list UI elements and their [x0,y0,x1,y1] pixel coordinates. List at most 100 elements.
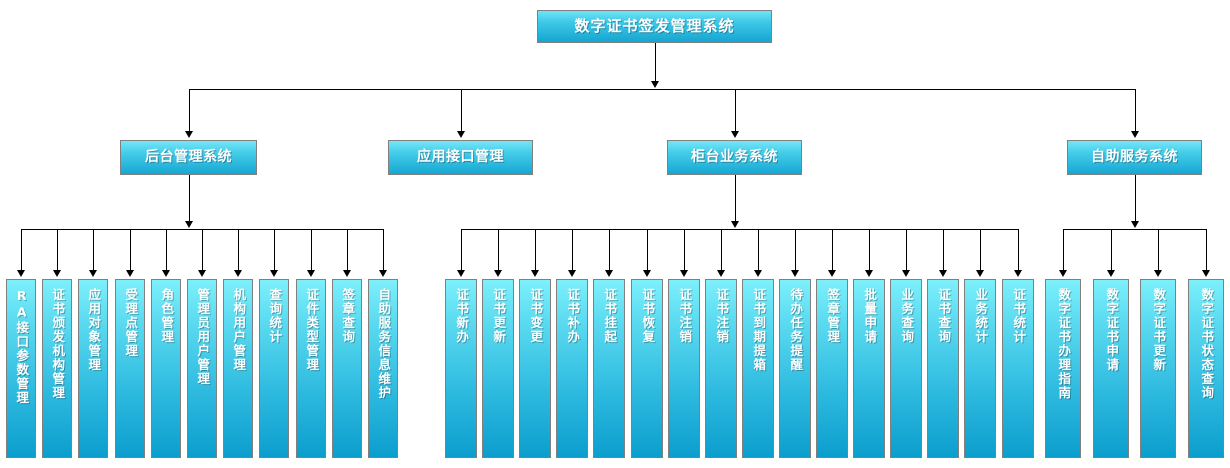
arrowhead-leaf [379,270,387,277]
connector-drop-level2 [460,89,462,132]
node-leaf-backend-3[interactable]: 受理点管理 [115,279,145,458]
node-label: 自助服务系统 [1091,148,1178,165]
node-root[interactable]: 数字证书签发管理系统 [537,10,772,43]
arrowhead-leaf [1014,270,1022,277]
connector-drop-leaf [498,229,499,271]
node-label: 证书恢复 [640,288,656,344]
connector-drop-leaf [1158,229,1159,271]
arrowhead-leaf [828,270,836,277]
node-leaf-counter-2[interactable]: 证书变更 [519,279,551,458]
node-label: 后台管理系统 [145,148,232,165]
node-leaf-counter-4[interactable]: 证书挂起 [593,279,625,458]
node-label: 证书补办 [565,288,581,344]
connector-bus-level2 [188,89,1135,90]
arrowhead-leaf [568,270,576,277]
node-leaf-counter-13[interactable]: 证书查询 [927,279,959,458]
node-leaf-selfservice-2[interactable]: 数字证书更新 [1140,279,1176,458]
connector-drop-leaf [647,229,648,271]
arrowhead-leaf [162,270,170,277]
node-leaf-selfservice-1[interactable]: 数字证书申请 [1093,279,1129,458]
node-level2-backend[interactable]: 后台管理系统 [120,140,257,175]
connector-drop-leaf [274,229,275,271]
connector-drop-leaf [758,229,759,271]
arrowhead-leaf [754,270,762,277]
connector-drop-leaf [535,229,536,271]
node-leaf-backend-5[interactable]: 管理员用户管理 [187,279,217,458]
arrowhead-leaf [939,270,947,277]
node-level2-counter[interactable]: 柜台业务系统 [667,140,802,175]
node-level2-selfservice[interactable]: 自助服务系统 [1067,140,1202,175]
node-label: 证书注销 [714,288,730,344]
node-leaf-counter-10[interactable]: 签章管理 [816,279,848,458]
node-leaf-counter-0[interactable]: 证书新办 [445,279,477,458]
node-label: 受理点管理 [123,288,139,358]
connector-root-stem [654,43,656,82]
connector-drop-leaf [832,229,833,271]
node-label: 证书变更 [528,288,544,344]
node-leaf-counter-8[interactable]: 证书到期提箱 [742,279,774,458]
node-leaf-backend-4[interactable]: 角色管理 [151,279,181,458]
node-leaf-backend-7[interactable]: 查询统计 [259,279,289,458]
arrowhead-leaf [717,270,725,277]
node-leaf-backend-0[interactable]: RA接口参数管理 [6,279,36,458]
node-leaf-counter-14[interactable]: 业务统计 [964,279,996,458]
connector-drop-leaf [943,229,944,271]
node-leaf-backend-8[interactable]: 证件类型管理 [296,279,326,458]
connector-drop-leaf [1111,229,1112,271]
arrowhead-leaf [1059,270,1067,277]
node-label: 数字证书状态查询 [1199,288,1215,400]
connector-drop-leaf [57,229,58,271]
arrowhead-leaf [976,270,984,277]
arrowhead-leaf [494,270,502,277]
arrowhead-leaf [791,270,799,277]
node-leaf-counter-7[interactable]: 证书注销 [705,279,737,458]
arrowhead-leaf [126,270,134,277]
connector-drop-leaf [383,229,384,271]
node-label: 柜台业务系统 [691,148,778,165]
arrowhead-level2 [730,131,739,138]
arrowhead-leaf [643,270,651,277]
node-leaf-counter-9[interactable]: 待办任务提醒 [779,279,811,458]
node-label: 查询统计 [267,288,283,344]
node-label: 管理员用户管理 [195,288,211,386]
node-level2-api[interactable]: 应用接口管理 [388,140,533,175]
arrowhead-leaf [531,270,539,277]
connector-drop-leaf [93,229,94,271]
node-label: 机构用户管理 [231,288,247,372]
node-label: 证书到期提箱 [751,288,767,372]
connector-drop-leaf [1206,229,1207,271]
node-leaf-backend-2[interactable]: 应用对象管理 [78,279,108,458]
node-leaf-counter-5[interactable]: 证书恢复 [631,279,663,458]
node-leaf-counter-11[interactable]: 批量申请 [853,279,885,458]
arrowhead-leaf [53,270,61,277]
node-label: 签章管理 [825,288,841,344]
node-leaf-backend-9[interactable]: 签章查询 [332,279,362,458]
node-leaf-counter-15[interactable]: 证书统计 [1002,279,1034,458]
node-leaf-counter-6[interactable]: 证书注销 [668,279,700,458]
connector-drop-leaf [1018,229,1019,271]
arrowhead-level2 [184,131,193,138]
node-label: 证书统计 [1011,288,1027,344]
arrowhead-leaf [234,270,242,277]
connector-bus-counter [461,229,1018,230]
connector-drop-leaf [461,229,462,271]
arrowhead-stem-selfservice [1130,221,1139,228]
arrowhead-level2 [456,131,465,138]
arrowhead-leaf [457,270,465,277]
node-leaf-counter-1[interactable]: 证书更新 [482,279,514,458]
node-leaf-counter-12[interactable]: 业务查询 [890,279,922,458]
node-leaf-selfservice-0[interactable]: 数字证书办理指南 [1045,279,1081,458]
node-label: 数字证书签发管理系统 [574,17,735,36]
arrowhead-leaf [270,270,278,277]
connector-drop-leaf [238,229,239,271]
node-label: 批量申请 [862,288,878,344]
node-leaf-counter-3[interactable]: 证书补办 [556,279,588,458]
node-leaf-backend-10[interactable]: 自助服务信息维护 [368,279,398,458]
connector-drop-leaf [906,229,907,271]
node-leaf-backend-6[interactable]: 机构用户管理 [223,279,253,458]
node-label: 证书新办 [454,288,470,344]
node-label: 证书查询 [936,288,952,344]
node-leaf-selfservice-3[interactable]: 数字证书状态查询 [1188,279,1224,458]
node-leaf-backend-1[interactable]: 证书颁发机构管理 [42,279,72,458]
connector-drop-leaf [21,229,22,271]
